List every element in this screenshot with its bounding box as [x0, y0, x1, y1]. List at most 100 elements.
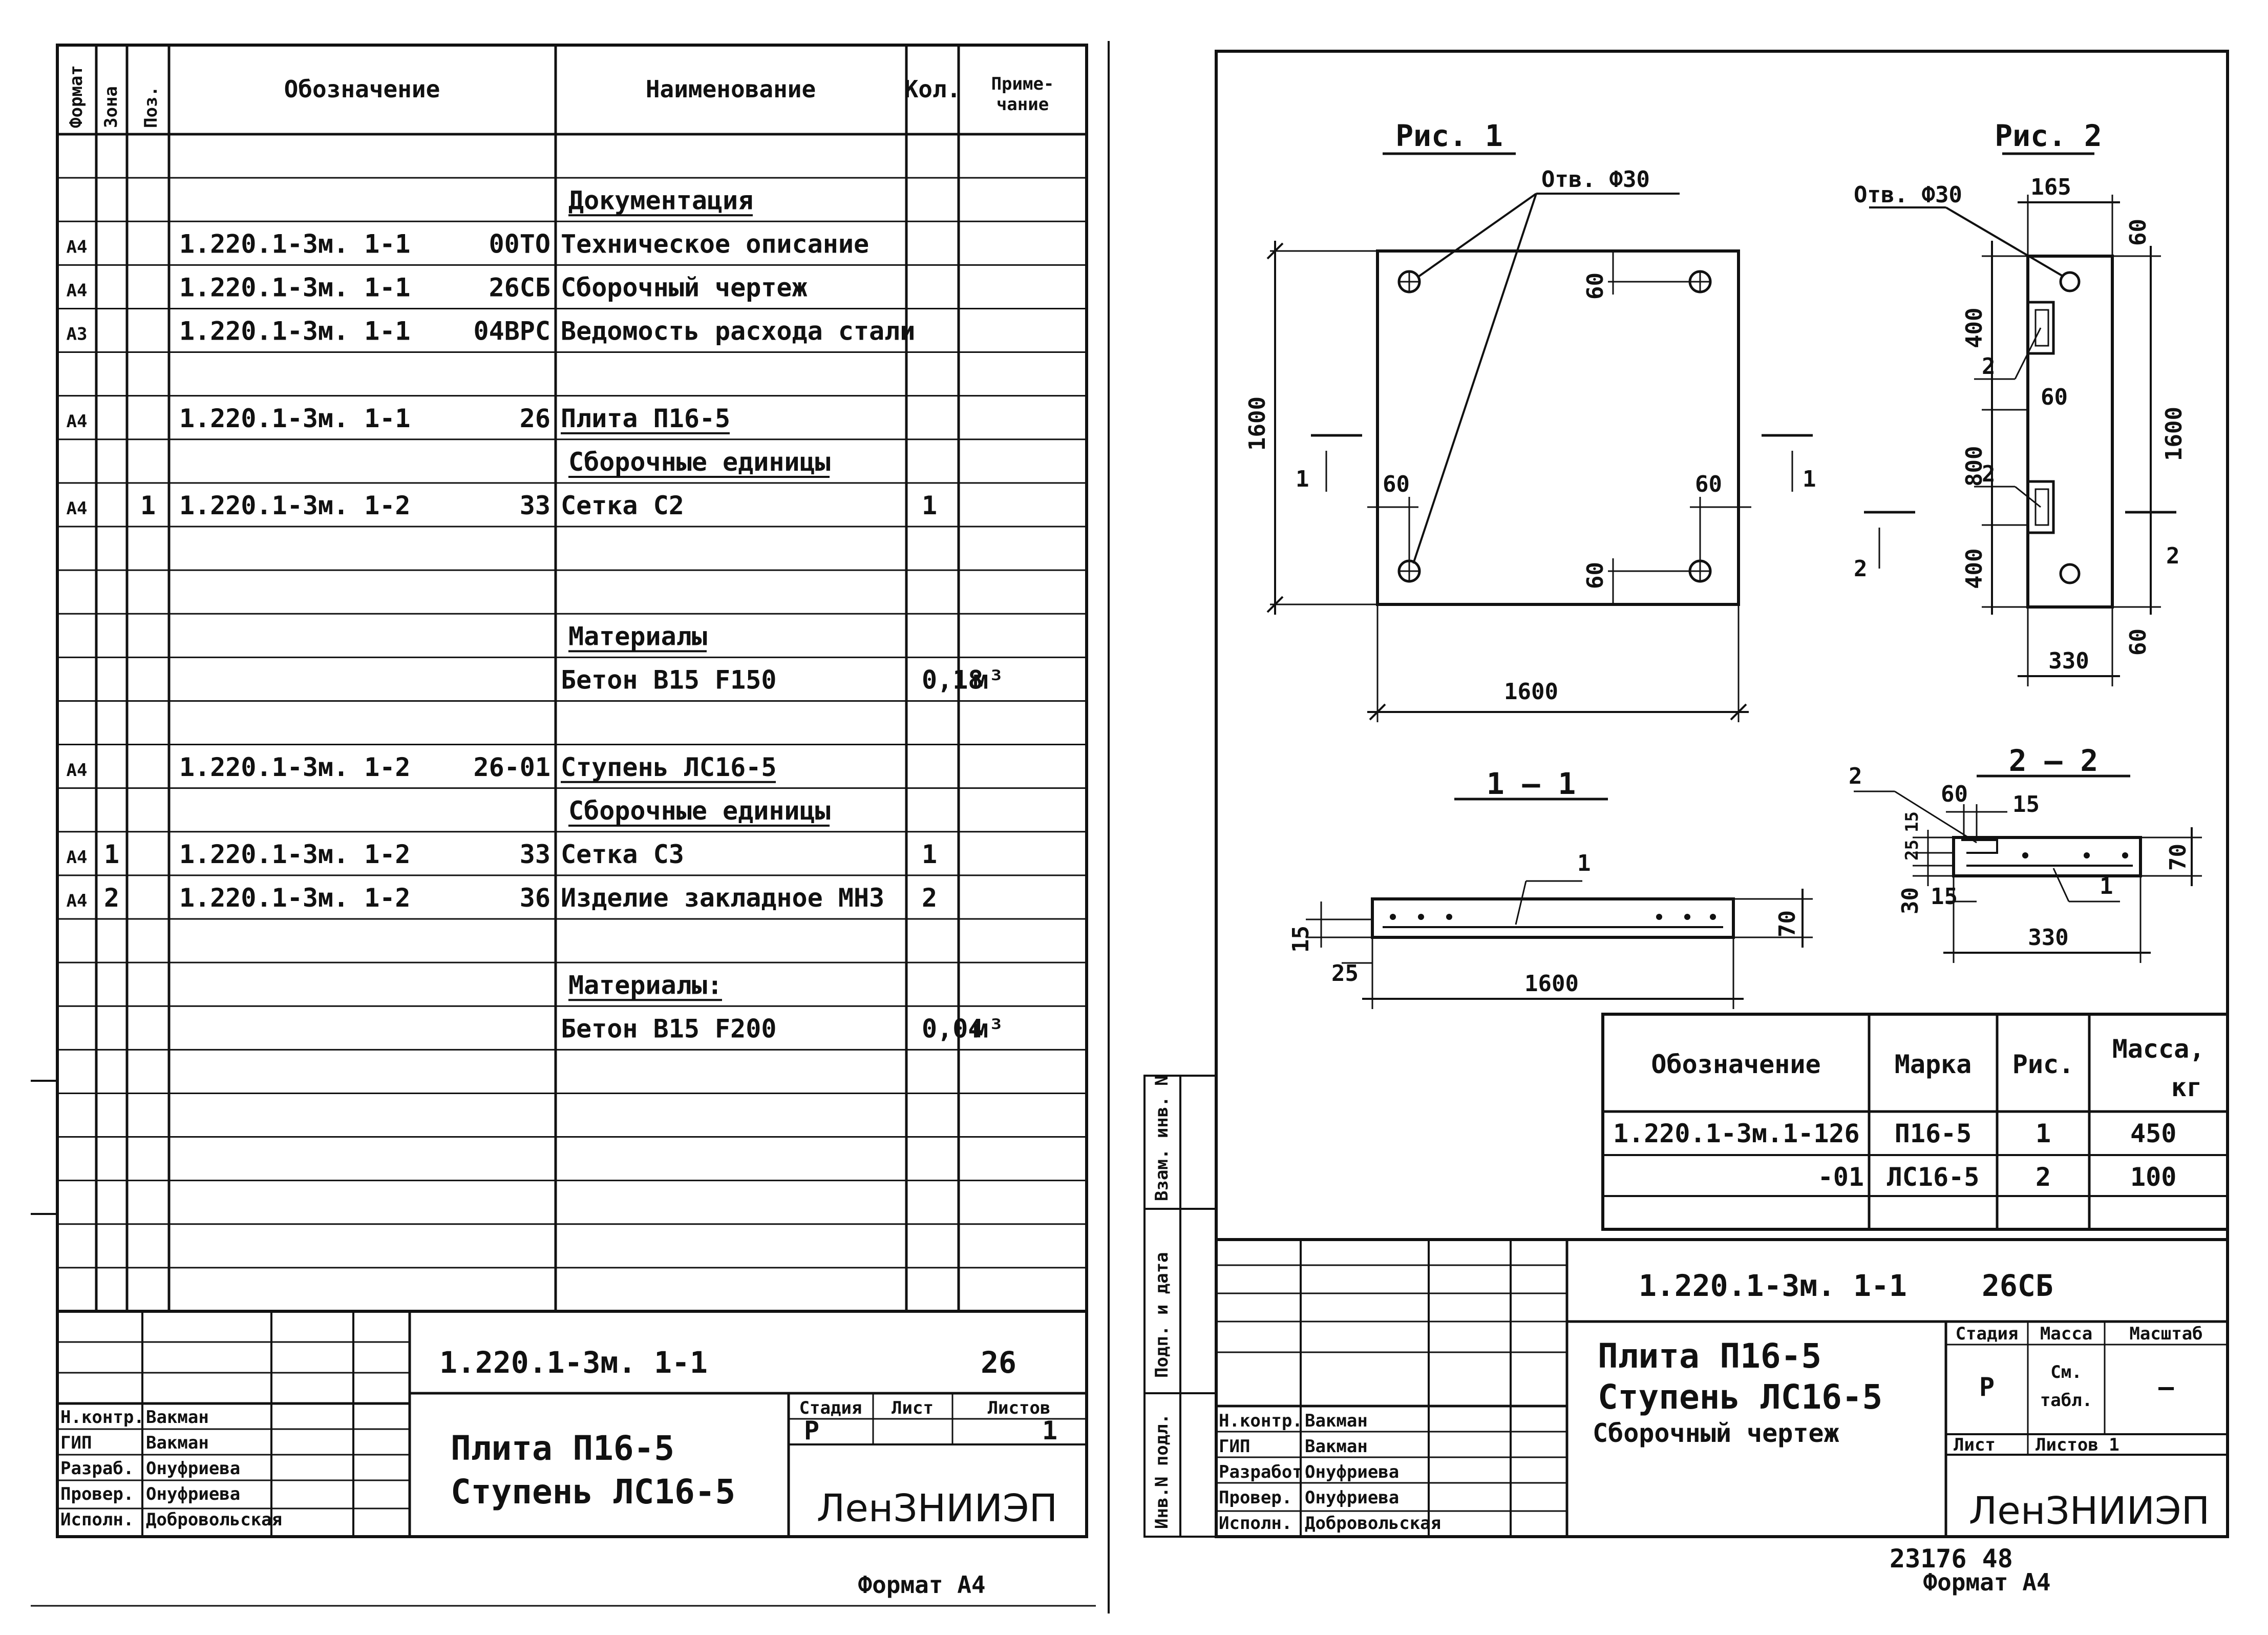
spec-cell-qty: 2 — [922, 883, 937, 913]
signature-role: ГИП — [60, 1433, 92, 1453]
spec-cell-name: Изделие закладное МН3 — [561, 883, 884, 913]
spec-cell-format: А4 — [67, 847, 88, 868]
spec-cell-note: м³ — [973, 1014, 1004, 1044]
spec-cell-name: Сетка С3 — [561, 840, 684, 869]
section-1-1 — [1306, 798, 1813, 1009]
left-doc-suffix: 26 — [981, 1345, 1016, 1380]
fig1-cut-label-right: 1 — [1803, 466, 1816, 492]
mass-hdr-fig: Рис. — [2012, 1050, 2074, 1079]
spec-cell-designation: 1.220.1-3м. 1-1 — [179, 273, 411, 303]
spec-cell-code: 26СБ — [489, 273, 550, 303]
signature-name: Вакман — [146, 1407, 209, 1428]
section2-dim-30: 30 — [1897, 887, 1923, 914]
mass-hdr-mark: Марка — [1895, 1050, 1972, 1079]
signature-name: Онуфриева — [146, 1458, 240, 1479]
mass-hdr-designation: Обозначение — [1651, 1050, 1820, 1079]
mass-hdr-mass-line2: кг — [2171, 1073, 2202, 1102]
fig1-dim-1600-bottom: 1600 — [1504, 679, 1558, 705]
plate-outline — [1376, 249, 1740, 606]
hdr-qty: Кол. — [904, 75, 961, 103]
fig2-dim-330: 330 — [2048, 648, 2089, 674]
right-title-line3: Сборочный чертеж — [1593, 1418, 1839, 1448]
spec-cell-name: Сборочный чертеж — [561, 273, 808, 303]
fig2-dim-1600-right: 1600 — [2161, 407, 2187, 461]
hdr-format: Формат — [66, 65, 87, 128]
right-doc-suffix: 26СБ — [1982, 1268, 2053, 1303]
fig2-dim-60-top: 60 — [2125, 219, 2151, 246]
mass-row1-mark: П16-5 — [1895, 1119, 1972, 1148]
left-stage-label: Стадия — [799, 1398, 862, 1418]
spec-cell-code: 26 — [520, 404, 550, 433]
fig2-label: Рис. 2 — [1995, 118, 2102, 153]
fig2-leader-2a: 2 — [1982, 353, 1996, 380]
signature-role: Разраб. — [60, 1458, 134, 1479]
signature-role: Исполн. — [60, 1510, 134, 1530]
mass-row2-fig: 2 — [2036, 1162, 2051, 1192]
spec-cell-designation: 1.220.1-3м. 1-2 — [179, 840, 411, 869]
fig2-cut-label-right: 2 — [2166, 543, 2180, 569]
fig2-cut-label-left: 2 — [1854, 556, 1868, 582]
spec-cell-name: Сборочные единицы — [568, 447, 831, 477]
hdr-pos: Поз. — [141, 86, 161, 128]
hdr-name: Наименование — [646, 75, 816, 103]
fig2-dim-60-bottom: 60 — [2125, 628, 2151, 656]
section1-dim-1600: 1600 — [1524, 971, 1579, 997]
spec-cell-name: Бетон В15 F150 — [561, 665, 776, 695]
spec-cell-designation: 1.220.1-3м. 1-1 — [179, 404, 411, 433]
mass-row2-mass: 100 — [2130, 1162, 2176, 1192]
left-stage-value: Р — [804, 1416, 819, 1445]
right-mass-label: Масса — [2040, 1324, 2092, 1344]
spec-cell-code: 36 — [520, 883, 550, 913]
spec-cell-name: Сборочные единицы — [568, 796, 831, 826]
fig1-hole-label: Отв. Ф30 — [1541, 166, 1650, 193]
fig1-label: Рис. 1 — [1395, 118, 1503, 153]
stamp-vzam-inv: Взам. инв. N — [1152, 1075, 1172, 1201]
left-organization: ЛенЗНИИЭП — [817, 1486, 1058, 1531]
spec-cell-designation: 1.220.1-3м. 1-2 — [179, 752, 411, 782]
spec-cell-name: Ведомость расхода стали — [561, 317, 915, 346]
section2-dim-25: 25 — [1902, 840, 1922, 861]
section1-outline — [1371, 897, 1735, 939]
right-doc-number: 1.220.1-3м. 1-1 — [1639, 1268, 1907, 1303]
mass-table: Обозначение Марка Рис. Масса, кг 1.220.1… — [1601, 1013, 2229, 1231]
section2-dim-15-bottom: 15 — [1931, 884, 1958, 910]
signature-name: Вакман — [1305, 1436, 1368, 1457]
right-stage-value: Р — [1979, 1372, 1995, 1402]
signature-role: Провер. — [1219, 1487, 1292, 1508]
spec-cell-name: Техническое описание — [561, 229, 869, 259]
mass-row2-mark: ЛС16-5 — [1887, 1162, 1980, 1192]
fig2-leader-2b: 2 — [1982, 461, 1996, 487]
spec-cell-pos: 1 — [140, 491, 156, 520]
signature-name: Онуфриева — [146, 1484, 240, 1504]
signature-role: Провер. — [60, 1484, 134, 1504]
spec-cell-zone: 1 — [104, 840, 119, 869]
fig2-hole-label: Отв. Ф30 — [1854, 182, 1962, 208]
section1-dim-15: 15 — [1288, 926, 1314, 953]
fig2-dim-165: 165 — [2030, 174, 2071, 200]
spec-cell-code: 33 — [520, 840, 550, 869]
spec-cell-format: А4 — [67, 237, 88, 258]
section2-dim-70: 70 — [2165, 844, 2191, 871]
right-organization: ЛенЗНИИЭП — [1969, 1489, 2210, 1533]
signature-role: Н.контр. — [60, 1407, 144, 1428]
spec-cell-code: 26-01 — [473, 752, 550, 782]
stamp-inv-orig: Инв.N подл. — [1152, 1414, 1172, 1529]
spec-cell-format: А4 — [67, 891, 88, 911]
spec-cell-name: Плита П16-5 — [561, 404, 730, 433]
spec-cell-designation: 1.220.1-3м. 1-1 — [179, 317, 411, 346]
fig1-dim-60-bottom: 60 — [1582, 562, 1608, 589]
fig1-dim-60-right: 60 — [1695, 471, 1722, 497]
hdr-designation: Обозначение — [284, 75, 440, 103]
right-title-line1: Плита П16-5 — [1598, 1336, 1821, 1376]
spec-cell-name: Материалы: — [568, 970, 723, 1000]
right-scale-value: — — [2158, 1372, 2174, 1402]
section2-dim-15-top: 15 — [2012, 791, 2040, 817]
signature-name: Добровольская — [146, 1510, 282, 1530]
spec-cell-designation: 1.220.1-3м. 1-2 — [179, 883, 411, 913]
spec-cell-qty: 1 — [922, 840, 937, 869]
spec-cell-zone: 2 — [104, 883, 119, 913]
hdr-zone: Зона — [101, 86, 121, 128]
